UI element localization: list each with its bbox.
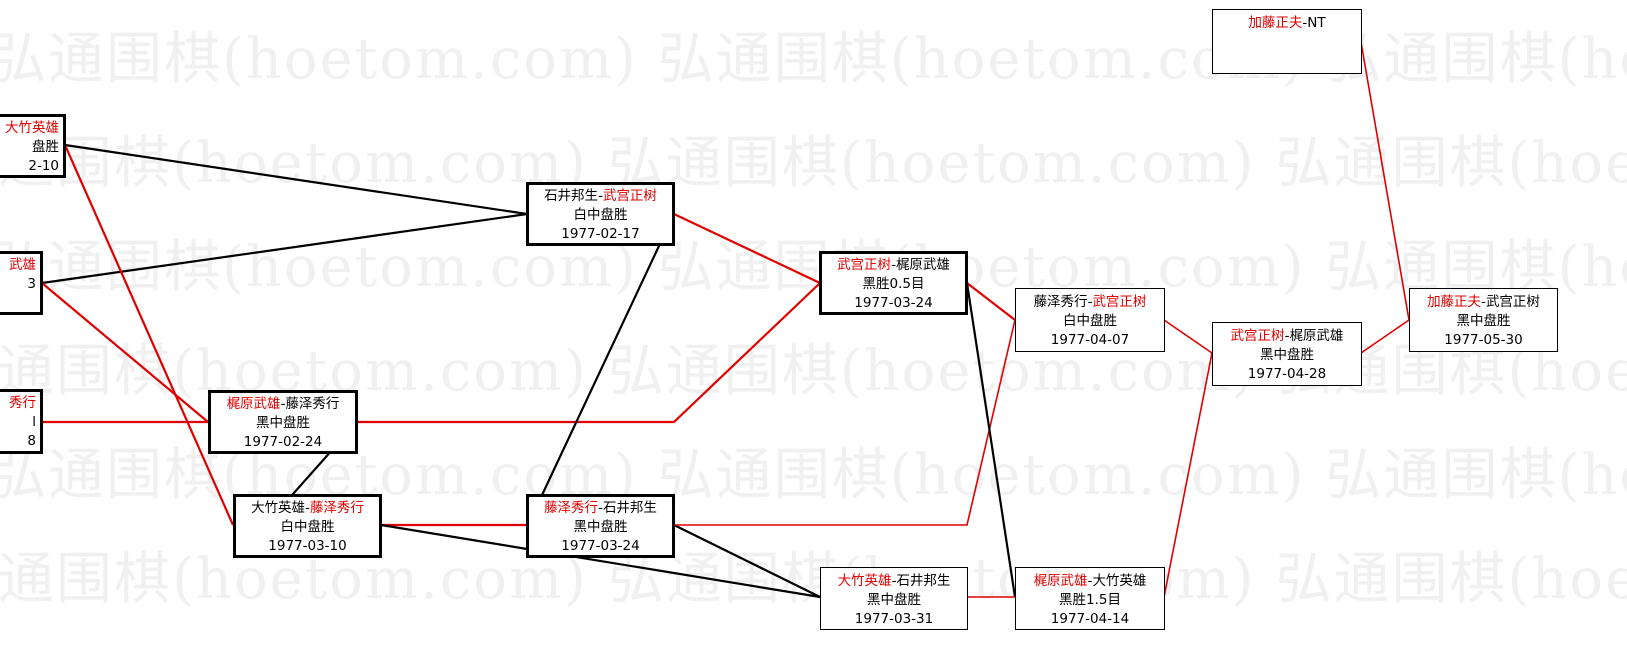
match-box: 石井邦生-武宫正树 白中盘胜 1977-02-17 — [526, 182, 675, 246]
loser-name: 石井邦生 — [544, 188, 599, 204]
match-date: 1977-03-24 — [854, 295, 933, 311]
winner-name: 武宫正树 — [1092, 294, 1147, 310]
match-result: 黑中盘胜 — [867, 592, 921, 608]
connector-line — [1360, 41, 1410, 321]
match-box: 大竹英雄-藤泽秀行 白中盘胜 1977-03-10 — [233, 494, 382, 558]
loser-name: NT — [1307, 15, 1326, 31]
match-date: 2-10 — [28, 158, 59, 174]
match-date: 1977-04-07 — [1050, 332, 1130, 348]
separator: - — [891, 257, 896, 273]
winner-name: 武雄 — [9, 257, 36, 273]
match-box: 藤泽秀行-石井邦生 黑中盘胜 1977-03-24 — [526, 494, 675, 558]
match-date: 3 — [27, 276, 36, 292]
separator: - — [1087, 573, 1093, 589]
separator: - — [891, 573, 897, 589]
loser-name: 石井邦生 — [602, 500, 657, 516]
loser-name: 大竹英雄 — [1092, 573, 1147, 589]
connector-line — [63, 144, 235, 526]
loser-name: 梶原武雄 — [1289, 328, 1344, 344]
match-date: 1977-03-31 — [854, 611, 934, 627]
match-result: 白中盘胜 — [1063, 313, 1117, 329]
match-box: 秀行 l 8 — [0, 389, 43, 454]
match-box: 武雄 3 — [0, 251, 43, 315]
winner-name: 秀行 — [9, 395, 36, 411]
connector-line — [41, 212, 528, 285]
loser-name: 藤泽秀行 — [285, 396, 340, 412]
winner-name: 大竹英雄 — [5, 120, 59, 136]
winner-name: 梶原武雄 — [1033, 573, 1088, 589]
match-date: 1977-04-14 — [1050, 611, 1130, 627]
match-box: 武宫正树-梶原武雄 黑中盘胜 1977-04-28 — [1212, 322, 1362, 386]
match-box: 藤泽秀行-武宫正树 白中盘胜 1977-04-07 — [1015, 288, 1165, 352]
separator: - — [1087, 294, 1093, 310]
loser-name: 石井邦生 — [896, 573, 951, 589]
match-box: 加藤正夫-NT — [1212, 9, 1362, 74]
match-box: 加藤正夫-武宫正树 黑中盘胜 1977-05-30 — [1409, 288, 1558, 352]
connector-line — [41, 282, 209, 423]
winner-name: 大竹英雄 — [837, 573, 892, 589]
loser-name: 武宫正树 — [1485, 294, 1540, 310]
match-result: l — [32, 414, 36, 430]
connector-line — [1163, 352, 1213, 598]
match-result: 白中盘胜 — [573, 207, 628, 223]
match-box: 大竹英雄-石井邦生 黑中盘胜 1977-03-31 — [820, 567, 968, 630]
match-date: 1977-03-24 — [561, 538, 640, 554]
match-result: 黑中盘胜 — [1456, 313, 1511, 329]
connector-line — [357, 282, 821, 424]
connector-line — [64, 143, 528, 216]
separator: - — [598, 500, 603, 516]
connector-line — [965, 282, 1017, 598]
connector-line — [1163, 319, 1213, 354]
match-box: 大竹英雄 盘胜 2-10 — [0, 114, 66, 178]
match-result: 黑中盘胜 — [1260, 347, 1314, 363]
connector-line — [380, 523, 821, 599]
winner-name: 藤泽秀行 — [309, 500, 364, 516]
match-date: 1977-04-28 — [1247, 366, 1327, 382]
separator: - — [305, 500, 310, 516]
match-date: 1977-02-24 — [243, 434, 323, 450]
separator: - — [1481, 294, 1486, 310]
match-box: 梶原武雄-藤泽秀行 黑中盘胜 1977-02-24 — [208, 390, 358, 454]
winner-name: 加藤正夫 — [1248, 15, 1303, 31]
connector-line — [1360, 319, 1410, 354]
loser-name: 梶原武雄 — [895, 257, 950, 273]
winner-name: 藤泽秀行 — [544, 500, 599, 516]
watermark: 弘通围棋(hoetom.com) 弘通围棋(hoetom.com) 弘通围棋(h… — [0, 131, 1627, 196]
connector-line — [674, 319, 1016, 526]
loser-name: 大竹英雄 — [251, 500, 306, 516]
connector-line — [673, 524, 821, 598]
loser-name: 藤泽秀行 — [1033, 294, 1088, 310]
separator: - — [1302, 15, 1308, 31]
match-result: 盘胜 — [32, 139, 59, 155]
match-date: 8 — [27, 433, 36, 449]
winner-name: 武宫正树 — [837, 257, 892, 273]
separator: - — [598, 188, 603, 204]
connector-line — [673, 213, 821, 284]
match-result: 白中盘胜 — [280, 519, 335, 535]
winner-name: 武宫正树 — [602, 188, 657, 204]
match-date: 1977-03-10 — [268, 538, 347, 554]
match-date: 1977-02-17 — [561, 226, 640, 242]
match-result: 黑中盘胜 — [573, 519, 628, 535]
winner-name: 武宫正树 — [1230, 328, 1285, 344]
separator: - — [1284, 328, 1290, 344]
winner-name: 梶原武雄 — [226, 396, 281, 412]
separator: - — [280, 396, 286, 412]
connector-line — [526, 213, 675, 528]
match-date: 1977-05-30 — [1444, 332, 1523, 348]
match-box: 武宫正树-梶原武雄 黑胜0.5目 1977-03-24 — [819, 251, 968, 315]
connector-line — [966, 282, 1016, 321]
match-result: 黑中盘胜 — [256, 415, 310, 431]
match-result: 黑胜0.5目 — [862, 276, 925, 292]
match-result: 黑胜1.5目 — [1059, 592, 1121, 608]
match-box: 梶原武雄-大竹英雄 黑胜1.5目 1977-04-14 — [1015, 567, 1165, 630]
winner-name: 加藤正夫 — [1427, 294, 1482, 310]
